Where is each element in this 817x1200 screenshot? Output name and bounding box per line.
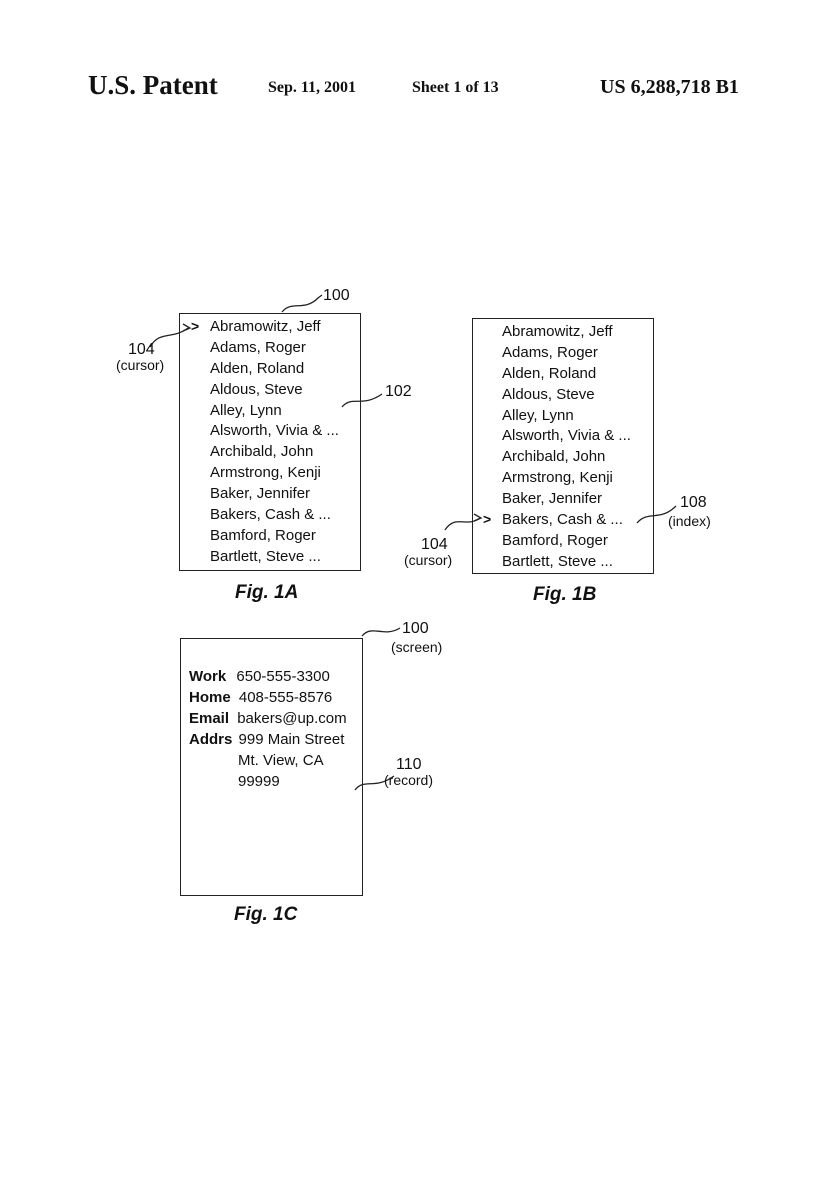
list-item: Abramowitz, Jeff — [210, 318, 321, 335]
ref-104-fig1a: 104 — [128, 341, 155, 358]
list-item: Baker, Jennifer — [210, 485, 311, 503]
addr-line3: 99999 — [238, 773, 280, 790]
list-item: Alden, Roland — [502, 364, 597, 382]
list-item: Armstrong, Kenji — [210, 464, 321, 482]
list-item: Aldous, Steve — [502, 385, 595, 403]
addr-line1: 999 Main Street — [238, 731, 345, 748]
caption-fig1b: Fig. 1B — [533, 584, 597, 605]
list-item: Baker, Jennifer — [502, 490, 603, 508]
list-item: Alsworth, Vivia & ... — [502, 427, 631, 445]
record-row-home: Home 408-555-8576 — [189, 689, 332, 706]
list-item: Bamford, Roger — [210, 526, 316, 544]
addr-line2: Mt. View, CA — [238, 752, 324, 769]
index-label: (index) — [668, 513, 711, 529]
list-item: Bartlett, Steve ... — [502, 552, 613, 570]
list-item: Adams, Roger — [502, 343, 598, 361]
record-row-addrs: Addrs 999 Main Street — [189, 731, 344, 748]
ref-110: 110 — [396, 756, 422, 773]
patent-title: U.S. Patent — [88, 70, 218, 100]
list-item: Alden, Roland — [210, 359, 305, 377]
sheet-number: Sheet 1 of 13 — [412, 79, 499, 96]
list-item: Bakers, Cash & ... — [210, 506, 331, 524]
list-item: Archibald, John — [210, 443, 314, 461]
list-item: Armstrong, Kenji — [502, 469, 613, 487]
list-item: Alsworth, Vivia & ... — [210, 422, 339, 440]
home-value: 408-555-8576 — [238, 689, 333, 706]
name-list-fig1b: Abramowitz, Jeff Adams, Roger Alden, Rol… — [502, 322, 631, 573]
list-item: Alley, Lynn — [210, 401, 282, 419]
list-item: Archibald, John — [502, 448, 606, 466]
home-label: Home — [189, 689, 231, 706]
caption-fig1a: Fig. 1A — [235, 582, 299, 603]
list-item: Abramowitz, Jeff — [502, 323, 613, 340]
email-value: bakers@up.com — [237, 710, 347, 727]
record-row-work: Work 650-555-3300 — [189, 668, 330, 685]
screen-box-fig1a — [179, 313, 361, 571]
leader-100-a — [281, 294, 323, 313]
ref-102: 102 — [385, 383, 412, 400]
ref-108: 108 — [680, 494, 707, 511]
patent-date: Sep. 11, 2001 — [268, 79, 357, 96]
ref-104-fig1b: 104 — [421, 536, 448, 553]
screen-box-fig1c — [180, 638, 363, 896]
list-item: Aldous, Steve — [210, 380, 303, 398]
work-value: 650-555-3300 — [236, 668, 330, 685]
record-label: (record) — [384, 772, 434, 788]
caption-fig1c: Fig. 1C — [234, 904, 298, 925]
addrs-label: Addrs — [189, 731, 233, 748]
ref-100-fig1a: 100 — [323, 287, 350, 304]
work-label: Work — [189, 668, 227, 685]
list-item: Bamford, Roger — [502, 531, 608, 549]
cursor-mark-fig1b: > — [483, 511, 492, 527]
patent-number: US 6,288,718 B1 — [600, 76, 739, 98]
name-list-fig1a: Abramowitz, Jeff Adams, Roger Alden, Rol… — [210, 317, 339, 568]
list-item: Adams, Roger — [210, 338, 306, 356]
record-row-email: Email bakers@up.com — [189, 710, 347, 727]
cursor-label-fig1b: (cursor) — [404, 552, 453, 568]
cursor-label-fig1a: (cursor) — [116, 357, 165, 373]
screen-label: (screen) — [391, 639, 443, 655]
list-item: Bartlett, Steve ... — [210, 547, 321, 565]
list-item: Alley, Lynn — [502, 406, 574, 424]
screen-box-fig1b — [472, 318, 654, 574]
leader-100-c — [361, 627, 401, 637]
ref-100-fig1c: 100 — [402, 620, 429, 637]
list-item: Bakers, Cash & ... — [502, 511, 623, 529]
email-label: Email — [189, 710, 230, 727]
cursor-mark-fig1a: > — [191, 318, 200, 334]
